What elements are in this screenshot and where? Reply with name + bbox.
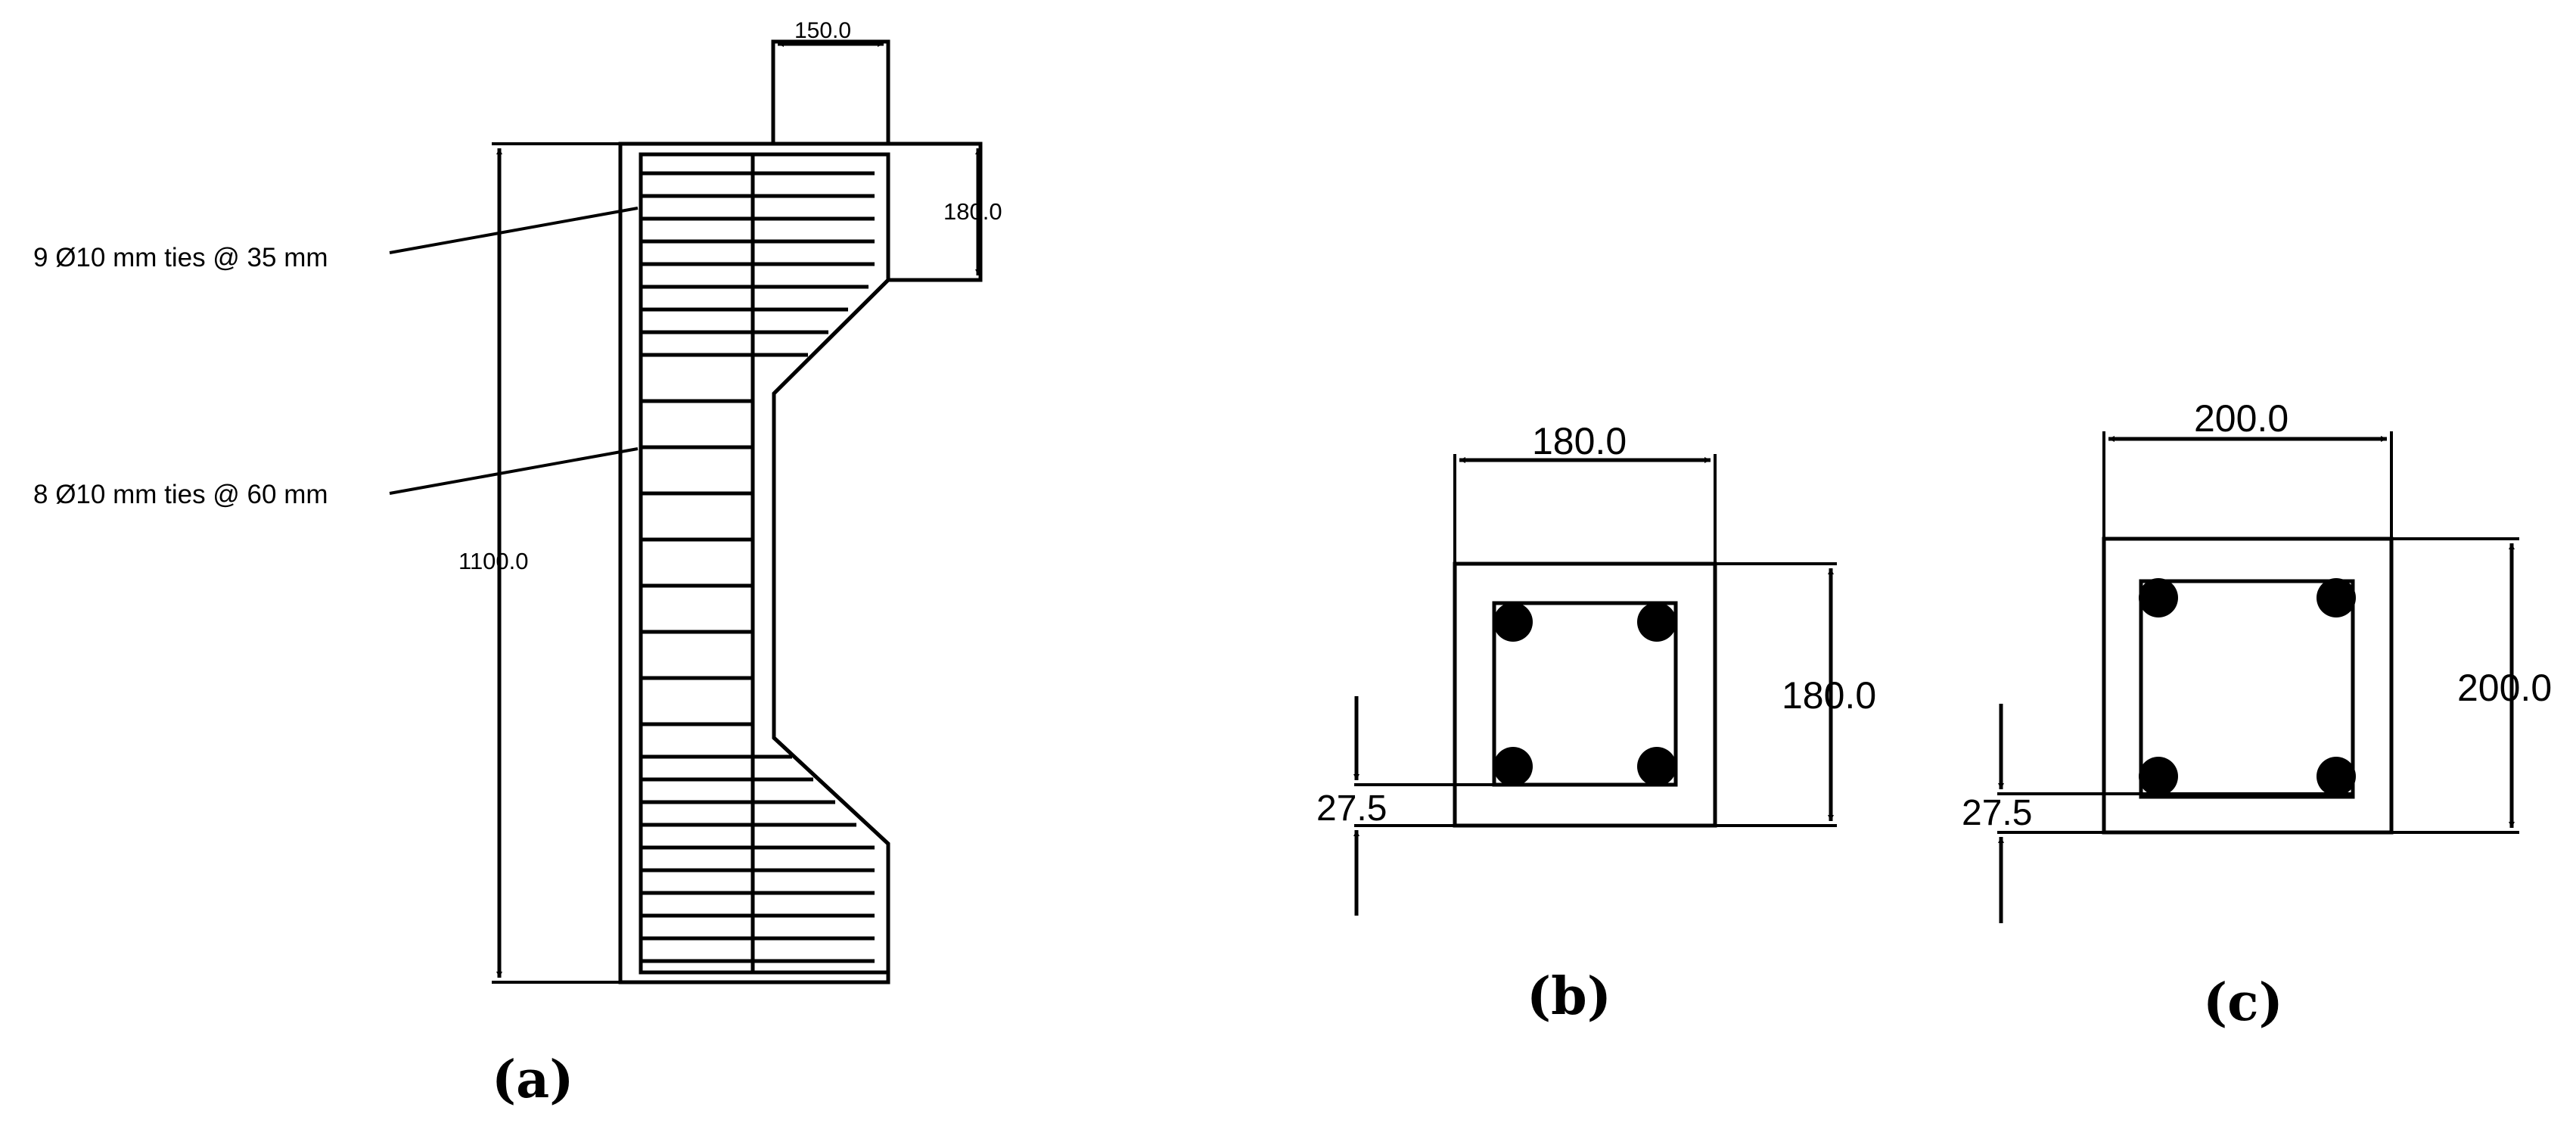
tie-outline-c [2139,579,2355,799]
dim-b-cover-text: 27.5 [1316,789,1387,829]
dim-c-cover-text: 27.5 [1962,793,2032,833]
rebar-c-3 [2139,757,2178,796]
caption-b: (b) [1527,966,1611,1027]
label-ties-upper: 9 Ø10 mm ties @ 35 mm [33,243,328,272]
caption-a: (a) [492,1050,573,1110]
reinforcement-cage [639,152,890,975]
rebar-c-2 [2317,578,2356,617]
rebar-b-3 [1493,747,1533,786]
dim-top-width-text: 150.0 [794,18,851,43]
panel-a-elevation: 1100.0 150.0 180.0 9 Ø10 mm ties @ 35 mm… [33,18,1002,1110]
section-outline-c [2102,537,2394,835]
ties-group [641,171,875,963]
dim-corbel-height-text: 180.0 [943,198,1002,225]
leader-ties-upper [389,207,639,254]
rebar-b-2 [1637,602,1676,642]
dim-c-height-text: 200.0 [2457,667,2552,709]
panel-b-section: 180.0 180.0 27.5 (b) [1316,420,1876,1027]
rebar-b-4 [1637,747,1676,786]
rebar-b-1 [1493,602,1533,642]
dim-b-height-text: 180.0 [1782,674,1876,717]
dim-b-width-text: 180.0 [1532,420,1627,462]
rebar-c-4 [2317,757,2356,796]
section-outline-b [1453,561,1717,828]
panel-c-section: 200.0 200.0 27.5 (c) [1962,397,2552,1033]
top-stub-outline [771,39,890,146]
rebar-c-1 [2139,578,2178,617]
dim-total-height-text: 1100.0 [458,548,529,574]
label-ties-middle: 8 Ø10 mm ties @ 60 mm [33,480,328,509]
caption-c: (c) [2203,972,2283,1033]
leader-ties-middle [389,447,639,495]
dim-c-width-text: 200.0 [2194,397,2289,440]
column-outline [618,142,983,984]
